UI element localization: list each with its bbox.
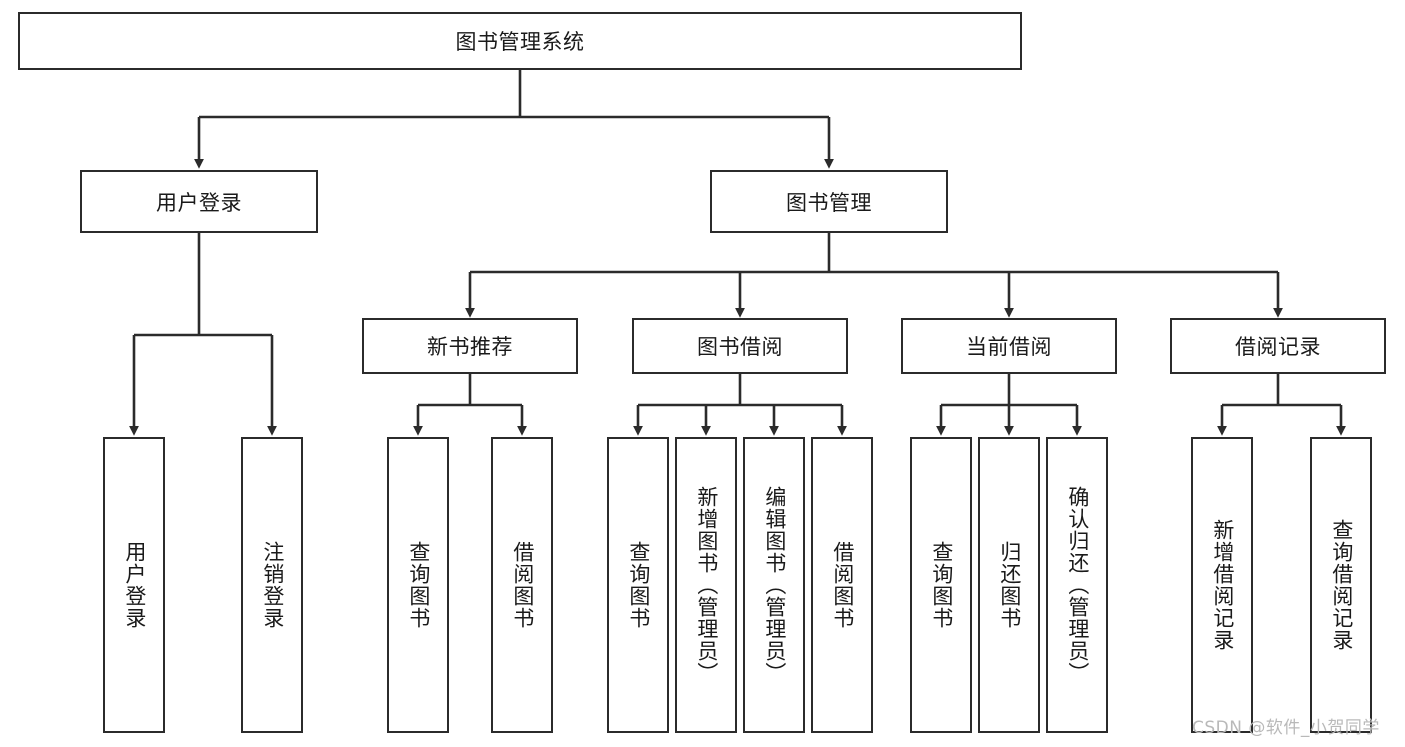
node-leaf-confirm-return-label: 确认归还（管理员）	[1065, 486, 1090, 684]
node-leaf-query-book-1-label: 查询图书	[406, 541, 431, 629]
node-user-login[interactable]: 用户登录	[80, 170, 318, 233]
node-borrow-record[interactable]: 借阅记录	[1170, 318, 1386, 374]
node-book-manage-label: 图书管理	[786, 190, 872, 215]
node-new-book-rec-label: 新书推荐	[427, 335, 513, 359]
node-book-borrow-label: 图书借阅	[697, 335, 783, 359]
node-leaf-borrow-book-1[interactable]: 借阅图书	[491, 437, 553, 733]
node-leaf-user-logout-label: 注销登录	[260, 541, 285, 629]
node-user-login-label: 用户登录	[156, 190, 242, 215]
node-leaf-add-book-label: 新增图书（管理员）	[694, 486, 719, 684]
node-leaf-add-book[interactable]: 新增图书（管理员）	[675, 437, 737, 733]
node-new-book-rec[interactable]: 新书推荐	[362, 318, 578, 374]
node-leaf-return-book[interactable]: 归还图书	[978, 437, 1040, 733]
node-leaf-borrow-book-1-label: 借阅图书	[510, 541, 535, 629]
node-leaf-borrow-book-2-label: 借阅图书	[830, 541, 855, 629]
node-leaf-user-logout[interactable]: 注销登录	[241, 437, 303, 733]
node-leaf-edit-book[interactable]: 编辑图书（管理员）	[743, 437, 805, 733]
node-book-borrow[interactable]: 图书借阅	[632, 318, 848, 374]
node-leaf-query-record[interactable]: 查询借阅记录	[1310, 437, 1372, 733]
node-current-borrow-label: 当前借阅	[966, 335, 1052, 359]
node-leaf-query-book-2-label: 查询图书	[626, 541, 651, 629]
node-leaf-edit-book-label: 编辑图书（管理员）	[762, 486, 787, 684]
node-leaf-add-record-label: 新增借阅记录	[1210, 519, 1235, 651]
node-leaf-query-book-2[interactable]: 查询图书	[607, 437, 669, 733]
node-current-borrow[interactable]: 当前借阅	[901, 318, 1117, 374]
node-leaf-query-record-label: 查询借阅记录	[1329, 519, 1354, 651]
node-leaf-query-book-3[interactable]: 查询图书	[910, 437, 972, 733]
node-leaf-query-book-3-label: 查询图书	[929, 541, 954, 629]
csdn-watermark: CSDN @软件_小贺同学	[1192, 718, 1380, 738]
node-root-label: 图书管理系统	[455, 30, 585, 54]
node-leaf-user-login-label: 用户登录	[122, 541, 147, 629]
node-leaf-return-book-label: 归还图书	[997, 541, 1022, 629]
node-leaf-borrow-book-2[interactable]: 借阅图书	[811, 437, 873, 733]
node-book-manage[interactable]: 图书管理	[710, 170, 948, 233]
node-root[interactable]: 图书管理系统	[18, 12, 1022, 70]
node-leaf-confirm-return[interactable]: 确认归还（管理员）	[1046, 437, 1108, 733]
node-leaf-add-record[interactable]: 新增借阅记录	[1191, 437, 1253, 733]
node-borrow-record-label: 借阅记录	[1235, 335, 1321, 359]
node-leaf-query-book-1[interactable]: 查询图书	[387, 437, 449, 733]
node-leaf-user-login[interactable]: 用户登录	[103, 437, 165, 733]
